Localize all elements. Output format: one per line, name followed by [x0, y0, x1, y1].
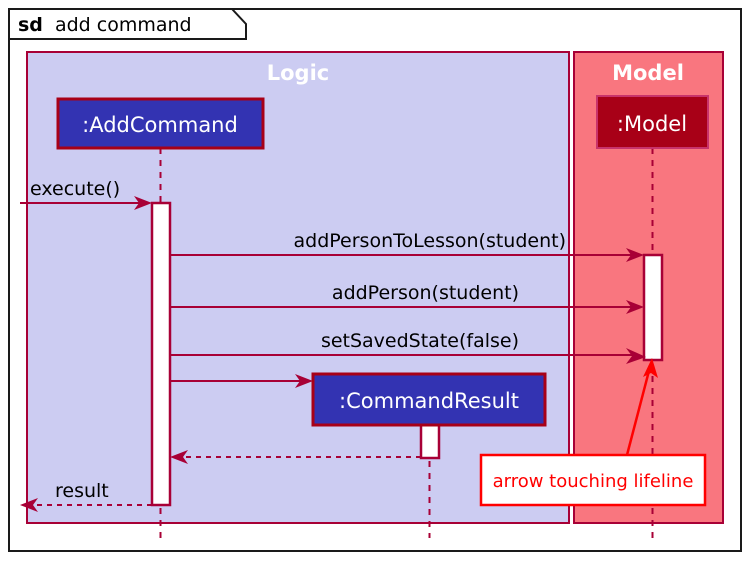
- annotation-note-box: [479, 453, 707, 507]
- frame-kind: sd: [18, 14, 43, 36]
- frame-name: add command: [55, 14, 192, 36]
- message-arrowhead-create-commandresult: [295, 374, 313, 388]
- annotation-leader-arrowhead: [643, 358, 658, 378]
- message-label-execute: execute(): [30, 178, 120, 200]
- frame-tab-label: sd add command: [18, 14, 192, 36]
- frame-tab: [8, 8, 247, 40]
- message-arrowhead-execute: [134, 196, 152, 210]
- annotation-note-text: arrow touching lifeline: [493, 471, 694, 492]
- activation-bar-model: [642, 253, 664, 362]
- group-title-model: Model: [612, 61, 684, 85]
- participant-label-commandresult: :CommandResult: [339, 389, 519, 413]
- activation-bar-addcommand: [150, 201, 172, 507]
- message-label-setsavedstate: setSavedState(false): [321, 330, 519, 352]
- participant-label-model: :Model: [617, 112, 687, 136]
- participant-box-addcommand[interactable]: [56, 97, 265, 150]
- message-arrowhead-addpersontolesson: [626, 248, 644, 262]
- diagram-frame: [8, 8, 742, 552]
- message-arrowhead-commandresult-return: [170, 450, 188, 464]
- message-label-addperson: addPerson(student): [332, 282, 519, 304]
- participant-box-model[interactable]: [596, 95, 709, 149]
- message-label-addpersontolesson: addPersonToLesson(student): [294, 230, 566, 252]
- message-arrowhead-result: [20, 498, 38, 512]
- participant-label-addcommand: :AddCommand: [82, 113, 238, 137]
- message-arrowhead-addperson: [626, 300, 644, 314]
- message-arrowhead-setsavedstate: [626, 348, 646, 364]
- group-title-logic: Logic: [267, 61, 330, 85]
- participant-box-commandresult[interactable]: [311, 372, 547, 427]
- annotation-leader-line: [625, 366, 652, 456]
- message-label-result: result: [55, 480, 109, 502]
- activation-bar-commandresult: [419, 423, 441, 460]
